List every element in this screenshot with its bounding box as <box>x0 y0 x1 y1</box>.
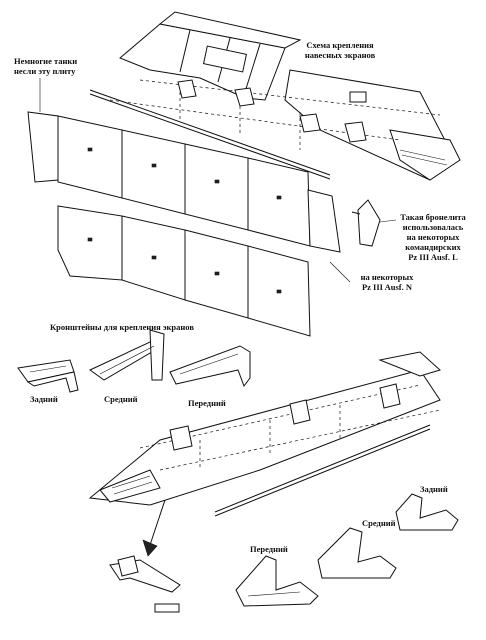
command-note: Такая бронелита использовалась на некото… <box>400 212 466 262</box>
bottom-middle-bracket <box>317 527 397 579</box>
lower-skirt-armor-panels <box>57 205 311 337</box>
brackets-title: Кронштейны для крепления экранов <box>50 322 194 332</box>
leader-lines <box>39 78 397 283</box>
bottom-rear-bracket <box>395 493 459 531</box>
top-middle-bracket <box>89 329 165 381</box>
top-front-bracket <box>169 345 251 388</box>
tanks-note: Немногие танки несли эту плиту <box>14 56 78 76</box>
scheme-title: Схема крепления навесных экранов <box>304 40 376 60</box>
ausf-n-note: на некоторых Pz III Ausf. N <box>360 272 414 292</box>
bottom-left-bracket <box>109 555 181 613</box>
lower-hull-side-assembly <box>88 351 441 517</box>
upper-skirt-armor-panels <box>27 111 341 253</box>
detail-arrow <box>142 499 166 557</box>
front-bracket-label-top: Передний <box>188 398 226 408</box>
top-rear-bracket <box>17 359 79 393</box>
command-tank-plate <box>351 199 381 247</box>
rear-bracket-label-bottom: Задний <box>420 484 448 494</box>
upper-hull-side-assembly <box>89 11 461 181</box>
middle-bracket-label-bottom: Средний <box>362 518 396 528</box>
middle-bracket-label-top: Средний <box>104 394 138 404</box>
bottom-front-bracket <box>235 555 319 607</box>
rear-bracket-label-top: Задний <box>30 394 58 404</box>
front-bracket-label-bottom: Передний <box>250 544 288 554</box>
